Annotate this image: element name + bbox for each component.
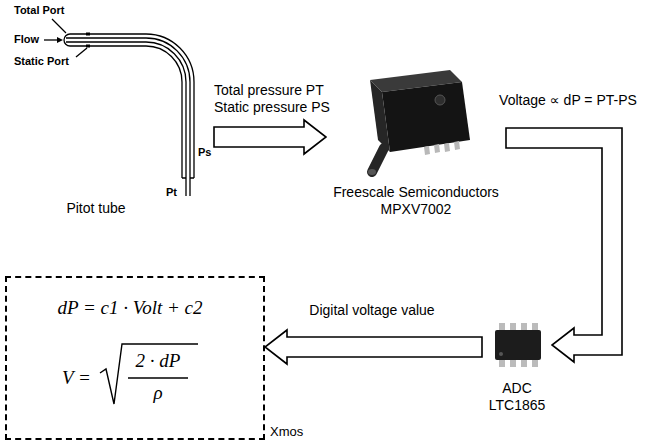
formula: dP = c1 · Volt + c2 <box>57 296 202 319</box>
leader-line <box>76 48 87 57</box>
flow-arrow-line <box>44 39 58 40</box>
adc-pin <box>532 323 538 331</box>
pitot-nose <box>64 34 70 46</box>
static-port-hole <box>86 33 90 36</box>
flow-arrow-head <box>57 37 63 43</box>
connector-label: Total pressure PT Static pressure PS <box>214 82 331 116</box>
pressure-sensor-part: Freescale Semiconductors MPXV7002 <box>326 58 506 226</box>
connector-label: Voltage ∝ dP = PT-PS <box>499 92 637 109</box>
adc-pin <box>510 323 516 331</box>
adc-pin <box>521 323 527 331</box>
adc-pin <box>499 323 505 331</box>
port-label: Static Port <box>14 55 69 68</box>
sensor-port <box>435 95 445 105</box>
adc-pin <box>532 359 538 367</box>
part-name: Pitot tube <box>66 200 125 217</box>
sensor-pin <box>424 146 430 155</box>
block-arrow <box>506 128 622 362</box>
sensor-pin <box>444 143 450 152</box>
formula-box: dP = c1 · Volt + c2V =2 · dPρXmos <box>5 276 265 440</box>
pressure-symbol: Ps <box>198 146 211 159</box>
adc-pin <box>510 359 516 367</box>
formula: V = <box>62 366 91 389</box>
static-port-hole <box>86 45 90 48</box>
formula-denominator: ρ <box>153 381 162 404</box>
block-arrow <box>265 330 482 364</box>
fraction-bar <box>128 377 188 378</box>
flow-label: Flow <box>14 33 39 46</box>
connector-label: Digital voltage value <box>309 302 434 319</box>
sensor-nozzle <box>372 148 384 172</box>
processor-name: Xmos <box>270 424 303 440</box>
radical-sign <box>100 344 198 404</box>
sensor-pin <box>454 141 460 150</box>
formula-numerator: 2 · dP <box>136 349 181 372</box>
leader-line <box>52 19 66 33</box>
adc-body <box>495 330 541 360</box>
sensor-pin <box>434 144 440 153</box>
adc-pin <box>521 359 527 367</box>
part-name: Freescale Semiconductors MPXV7002 <box>333 184 500 218</box>
adc-pin <box>499 359 505 367</box>
sensor-nozzle-opening <box>368 169 376 175</box>
pitot-tube-end <box>182 177 194 178</box>
port-label: Total Port <box>14 4 65 17</box>
sensor-body-side <box>370 80 390 152</box>
part-name: ADC LTC1865 <box>488 380 546 414</box>
pitot-inner-tube <box>66 38 190 196</box>
block-arrow <box>214 120 326 154</box>
adc-part: ADC LTC1865 <box>482 314 552 418</box>
pitot-outer-wall <box>70 46 182 178</box>
pitot-inner-tube <box>66 42 186 196</box>
pressure-symbol: Pt <box>166 186 177 199</box>
adc-pin1-dot <box>499 352 503 356</box>
sensor-body-front <box>382 82 470 152</box>
